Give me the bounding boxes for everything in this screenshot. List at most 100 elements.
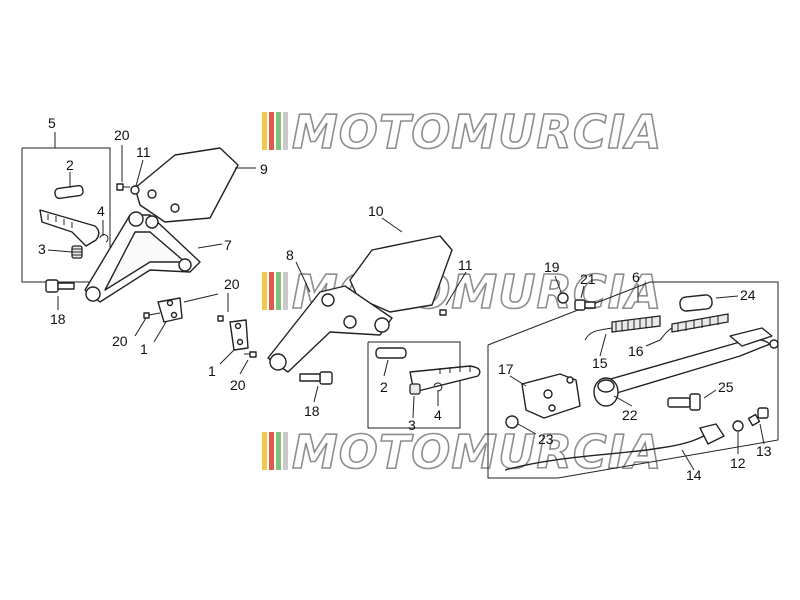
watermark-text: MOTOMURCIA — [292, 105, 662, 159]
callout-20: 20 — [112, 333, 128, 349]
callout-1: 1 — [208, 363, 216, 379]
screw-20-small-top — [217, 315, 224, 322]
leader-20-top — [183, 293, 219, 303]
callout-12: 12 — [730, 455, 746, 471]
right-bolt — [299, 371, 333, 385]
callout-7: 7 — [224, 237, 232, 253]
footrest-pin — [54, 184, 84, 200]
watermark-stripe-red — [269, 432, 274, 470]
right-clip — [433, 382, 443, 392]
leader-17 — [509, 375, 527, 387]
left-clip — [99, 234, 109, 243]
callout-17: 17 — [498, 361, 514, 377]
callout-4: 4 — [97, 203, 105, 219]
leader-20-lower — [239, 359, 249, 375]
watermark-stripe-green — [276, 112, 281, 150]
right-footrest-bracket — [267, 285, 393, 373]
callout-9: 9 — [260, 161, 268, 177]
leader-2-right — [383, 359, 389, 377]
callout-25: 25 — [718, 379, 734, 395]
spacer-24 — [679, 294, 713, 312]
callout-13: 13 — [756, 443, 772, 459]
leader-15 — [599, 333, 607, 357]
watermark-stripe-grey — [283, 432, 288, 470]
leader-7 — [197, 243, 223, 249]
leader-8 — [295, 261, 311, 293]
callout-1: 1 — [140, 341, 148, 357]
callout-20: 20 — [224, 276, 240, 292]
callout-22: 22 — [622, 407, 638, 423]
callout-11: 11 — [458, 257, 473, 273]
watermark-stripe-yellow — [262, 272, 267, 310]
callout-21: 21 — [580, 271, 596, 287]
leader-11-upper — [135, 159, 144, 187]
callout-24: 24 — [740, 287, 756, 303]
callout-14: 14 — [686, 467, 702, 483]
screw-11-right — [439, 309, 447, 316]
callout-4: 4 — [434, 407, 442, 423]
nut-23 — [505, 415, 519, 429]
screw-20-lower — [244, 351, 257, 358]
group-frame-right-footrest — [367, 341, 461, 429]
watermark-stripe-yellow — [262, 432, 267, 470]
leader-10 — [381, 217, 403, 233]
leader-3 — [47, 249, 73, 253]
leader-14 — [681, 449, 695, 471]
mount-plate-left — [157, 297, 183, 323]
watermark-stripe-green — [276, 432, 281, 470]
watermark-stripe-grey — [283, 272, 288, 310]
callout-15: 15 — [592, 355, 608, 371]
watermark-text: MOTOMURCIA — [292, 425, 662, 479]
callout-5: 5 — [48, 115, 56, 131]
leader-16 — [645, 339, 661, 347]
mount-plate-right — [229, 319, 249, 351]
callout-2: 2 — [380, 379, 388, 395]
watermark-stripe-green — [276, 272, 281, 310]
screw-20-upper — [116, 183, 130, 191]
screw-13 — [747, 407, 769, 427]
watermark-stripe-red — [269, 112, 274, 150]
right-footpeg — [409, 365, 481, 393]
leader-18-right — [313, 385, 319, 403]
left-bolt — [45, 279, 75, 293]
leader-1-right — [219, 349, 235, 365]
pivot-bolt-25 — [667, 393, 701, 411]
leader-25 — [703, 389, 717, 399]
watermark-top: MOTOMURCIA — [262, 104, 662, 160]
callout-23: 23 — [538, 431, 554, 447]
left-footpeg — [39, 209, 100, 247]
side-stand — [593, 327, 779, 407]
washer-11-upper — [130, 185, 140, 195]
right-footrest-pin — [375, 347, 407, 359]
washer-12 — [732, 420, 744, 432]
left-footrest-bracket — [84, 211, 201, 303]
leader-3-right — [412, 395, 415, 419]
callout-10: 10 — [368, 203, 384, 219]
left-heel-guard — [134, 147, 239, 223]
callout-3: 3 — [408, 417, 416, 433]
callout-2: 2 — [66, 157, 74, 173]
leader-22 — [613, 395, 633, 407]
leader-13 — [759, 423, 765, 445]
group-frame-side-stand — [487, 281, 779, 479]
spring-16 — [659, 313, 729, 341]
callout-8: 8 — [286, 247, 294, 263]
stand-switch-cable — [504, 423, 725, 471]
callout-18: 18 — [304, 403, 320, 419]
callout-11: 11 — [136, 144, 151, 160]
leader-20-mid-left — [134, 317, 147, 337]
leader-24 — [715, 295, 739, 299]
callout-18: 18 — [50, 311, 66, 327]
leader-19 — [554, 275, 562, 293]
callout-16: 16 — [628, 343, 644, 359]
watermark-bottom: MOTOMURCIA — [262, 424, 662, 480]
left-spring — [71, 245, 83, 259]
callout-6: 6 — [632, 269, 640, 285]
leader-23 — [517, 423, 537, 435]
screw-20-mid-left — [143, 312, 161, 319]
watermark-stripe-grey — [283, 112, 288, 150]
callout-20: 20 — [114, 127, 130, 143]
leader-1-left — [153, 321, 167, 343]
right-spring — [409, 383, 421, 395]
